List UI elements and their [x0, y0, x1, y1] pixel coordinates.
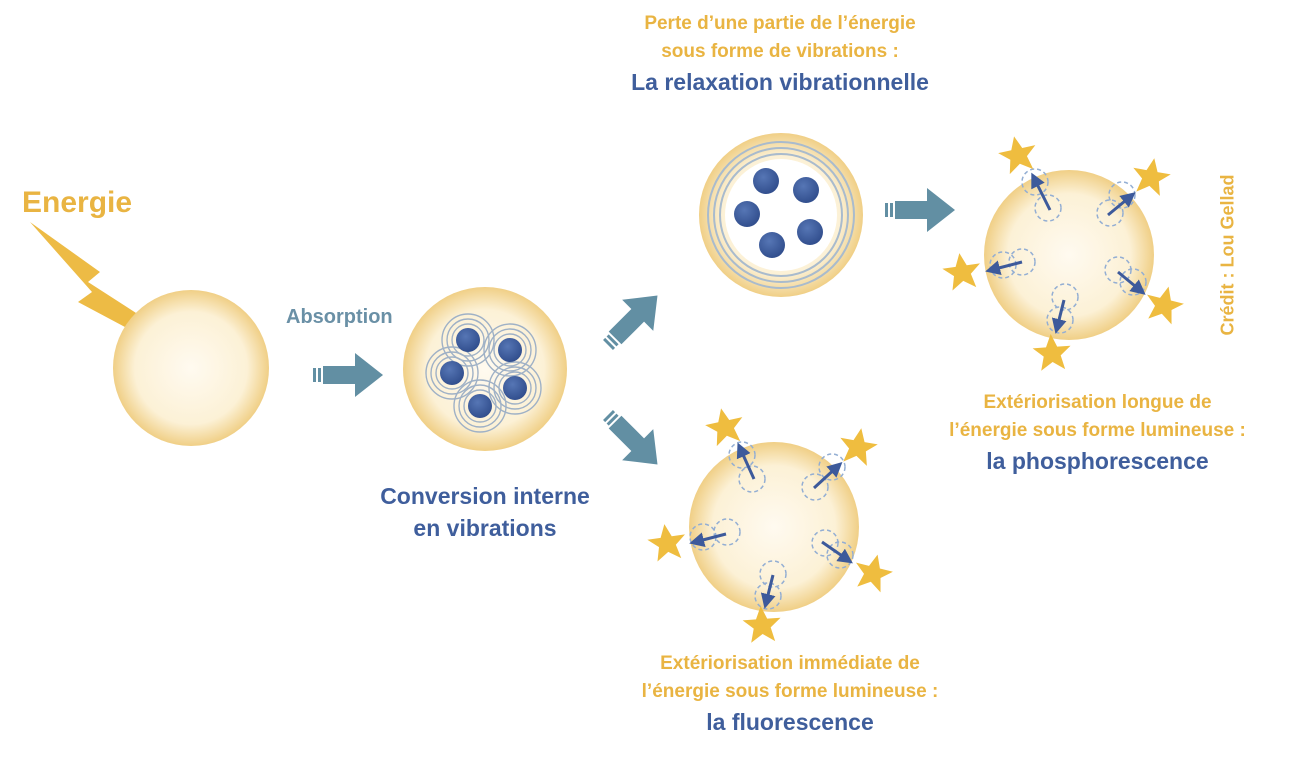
molecule — [498, 338, 522, 362]
molecule — [759, 232, 785, 258]
molecule — [468, 394, 492, 418]
relaxation-title: La relaxation vibrationnelle — [631, 69, 929, 95]
lightning-icon — [30, 222, 184, 365]
sphere-phosphorescence — [940, 132, 1188, 372]
relaxation-caption: Perte d’une partie de l’énergie sous for… — [580, 10, 980, 98]
sphere-internal-conversion — [403, 287, 567, 451]
molecule — [753, 168, 779, 194]
relaxation-line-2: sous forme de vibrations : — [661, 41, 899, 62]
phosphorescence-title: la phosphorescence — [986, 448, 1209, 474]
energy-label: Energie — [22, 186, 133, 219]
conversion-caption: Conversion interne en vibrations — [345, 480, 625, 544]
star-icon — [702, 404, 748, 448]
relaxation-line-1: Perte d’une partie de l’énergie — [644, 13, 916, 34]
molecule — [793, 177, 819, 203]
fluorescence-line-2: l’énergie sous forme lumineuse : — [641, 681, 939, 702]
conversion-line-2: en vibrations — [413, 515, 557, 541]
star-icon — [1129, 154, 1174, 198]
conversion-line-1: Conversion interne — [380, 483, 590, 509]
molecule — [440, 361, 464, 385]
molecule — [797, 219, 823, 245]
fluorescence-title: la fluorescence — [706, 709, 874, 735]
credit-label: Crédit : Lou Gellad — [1210, 150, 1246, 360]
absorption-label: Absorption — [286, 306, 393, 328]
fluorescence-line-1: Extériorisation immédiate de — [660, 653, 920, 674]
phosphorescence-caption: Extériorisation longue de l’énergie sous… — [910, 389, 1285, 477]
star-icon — [836, 424, 881, 468]
molecule — [456, 328, 480, 352]
molecule — [503, 376, 527, 400]
sphere-fluorescence — [645, 404, 897, 644]
molecule — [734, 201, 760, 227]
sphere-ground-state — [113, 290, 269, 446]
credit-text: Crédit : Lou Gellad — [1217, 174, 1238, 336]
arrow-absorption — [313, 353, 383, 397]
arrow-to-phosphorescence — [885, 188, 955, 232]
arrow-to-relaxation — [592, 279, 674, 361]
phosphorescence-line-2: l’énergie sous forme lumineuse : — [949, 420, 1246, 441]
star-icon — [940, 250, 984, 292]
phosphorescence-line-1: Extériorisation longue de — [983, 392, 1212, 413]
star-icon — [645, 521, 689, 563]
arrow-to-fluorescence — [592, 399, 674, 481]
star-icon — [850, 549, 897, 595]
fluorescence-caption: Extériorisation immédiate de l’énergie s… — [600, 650, 980, 738]
sphere-vibrational-relaxation — [699, 133, 863, 297]
star-icon — [1141, 281, 1188, 327]
